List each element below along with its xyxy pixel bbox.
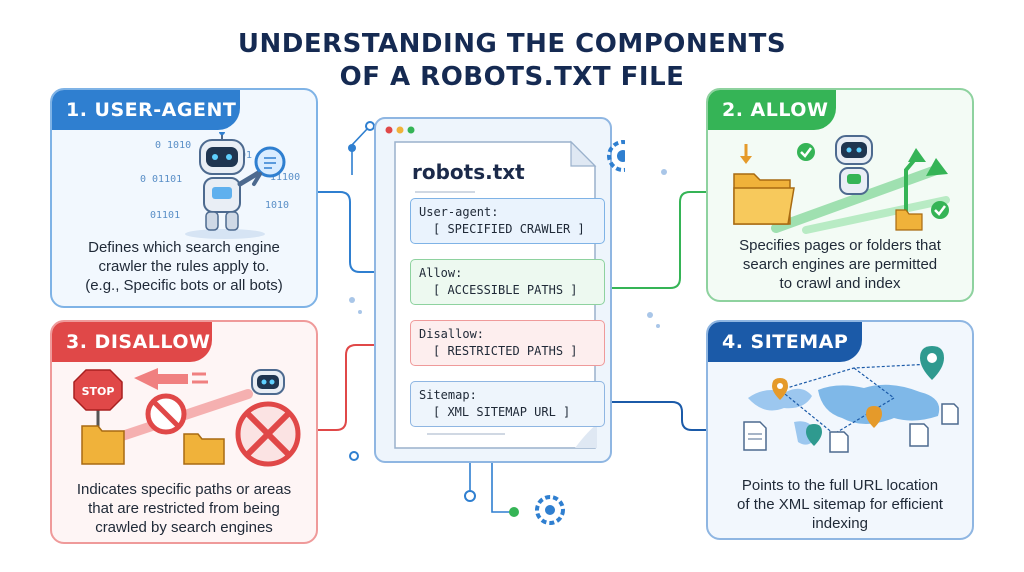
card-desc-sitemap: Points to the full URL location of the X…: [718, 476, 962, 533]
desc-line: crawler the rules apply to.: [98, 258, 270, 275]
document-title: robots.txt: [412, 160, 525, 184]
card-allow: 2. ALLOW Specifies pages or folders that: [706, 88, 974, 302]
card-user-agent: 1. USER-AGENT 0 1010 01 0 01101 11100 01…: [50, 88, 318, 308]
disallow-illustration: STOP: [73, 368, 301, 467]
card-disallow: 3. DISALLOW STOP Indicates specific pa: [50, 320, 318, 544]
desc-line: Defines which search engine: [88, 239, 280, 256]
svg-text:11100: 11100: [270, 172, 300, 183]
folder-icon: [733, 173, 795, 225]
entry-key: Disallow:: [419, 327, 485, 341]
svg-text:1010: 1010: [265, 200, 289, 211]
svg-text:01101: 01101: [150, 210, 180, 221]
card-sitemap: 4. SITEMAP Points to the full URL locati…: [706, 320, 974, 540]
desc-line: to crawl and index: [779, 275, 901, 292]
entry-value: [ SPECIFIED CRAWLER ]: [433, 222, 585, 236]
card-desc-user-agent: Defines which search engine crawler the …: [62, 238, 306, 295]
svg-text:01: 01: [240, 150, 252, 161]
card-desc-allow: Specifies pages or folders that search e…: [718, 236, 962, 293]
entry-key: User-agent:: [419, 205, 499, 219]
entry-key: Allow:: [419, 266, 463, 280]
desc-line: Points to the full URL location: [741, 477, 939, 494]
magnifier-icon: [254, 146, 286, 178]
desc-line: indexing: [812, 515, 868, 532]
entry-value: [ XML SITEMAP URL ]: [433, 405, 571, 419]
robot-icon: 0 1010 01 0 01101 11100 01101 1010: [140, 132, 300, 239]
card-header-sitemap: 4. SITEMAP: [708, 322, 862, 362]
check-icon: [797, 143, 815, 161]
card-desc-disallow: Indicates specific paths or areas that a…: [62, 480, 306, 537]
card-header-disallow: 3. DISALLOW: [52, 322, 212, 362]
binary-digits: 0 1010: [155, 140, 191, 151]
desc-line: (e.g., Specific bots or all bots): [85, 277, 283, 294]
desc-line: Indicates specific paths or areas: [76, 481, 292, 498]
entry-allow: Allow: [ ACCESSIBLE PATHS ]: [410, 259, 605, 305]
desc-line: that are restricted from being: [88, 500, 280, 517]
desc-line: Specifies pages or folders that: [739, 237, 941, 254]
gear-icon: [607, 140, 625, 172]
file-icon: [743, 421, 767, 451]
entry-disallow: Disallow: [ RESTRICTED PATHS ]: [410, 320, 605, 366]
page-title: UNDERSTANDING THE COMPONENTS OF A ROBOTS…: [0, 28, 1024, 94]
sitemap-illustration: [743, 346, 959, 453]
prohibited-icon: [145, 393, 187, 435]
stop-sign-icon: STOP: [73, 369, 123, 434]
card-header-user-agent: 1. USER-AGENT: [52, 90, 240, 130]
entry-value: [ ACCESSIBLE PATHS ]: [433, 283, 578, 297]
card-header-allow: 2. ALLOW: [708, 90, 836, 130]
stop-label: STOP: [82, 385, 115, 398]
entry-key: Sitemap:: [419, 388, 477, 402]
entry-user-agent: User-agent: [ SPECIFIED CRAWLER ]: [410, 198, 605, 244]
entry-value: [ RESTRICTED PATHS ]: [433, 344, 578, 358]
desc-line: of the XML sitemap for efficient: [737, 496, 943, 513]
svg-text:0 01101: 0 01101: [140, 174, 182, 185]
desc-line: crawled by search engines: [95, 519, 273, 536]
desc-line: search engines are permitted: [742, 256, 938, 273]
title-line-1: UNDERSTANDING THE COMPONENTS: [237, 29, 787, 59]
allow-illustration: [733, 135, 950, 234]
title-line-2: OF A ROBOTS.TXT FILE: [339, 62, 685, 92]
entry-sitemap: Sitemap: [ XML SITEMAP URL ]: [410, 381, 605, 427]
gear-icon: [535, 495, 565, 525]
map-pin-icon: [920, 346, 944, 380]
